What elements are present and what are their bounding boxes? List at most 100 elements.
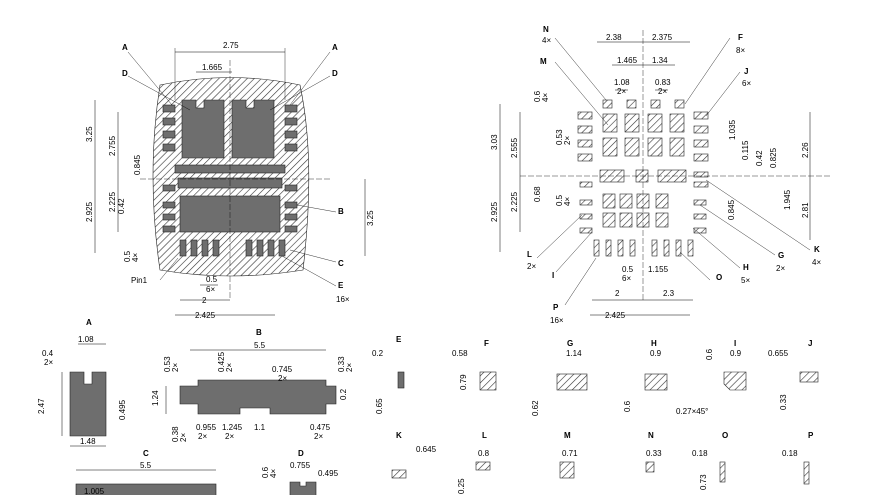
svg-text:0.8: 0.8 [478, 449, 490, 458]
side-pads-right [284, 104, 298, 233]
svg-text:2×: 2× [179, 433, 188, 442]
top-right-view: 2.38 2.375 1.465 1.34 1.08 2× 0.83 2× 0.… [490, 25, 830, 325]
dim-4x-a: 4× [541, 93, 550, 102]
callout-2x-g: 2× [776, 264, 785, 273]
svg-text:0.955: 0.955 [196, 423, 217, 432]
svg-text:0.9: 0.9 [730, 349, 742, 358]
detail-m-label: M [564, 431, 571, 440]
callout-o: O [716, 273, 722, 282]
svg-text:0.6: 0.6 [261, 466, 270, 478]
detail-i: I 0.6 0.9 0.27×45° [676, 339, 747, 416]
detail-l: L 0.8 0.25 [457, 431, 491, 494]
callout-5x: 5× [741, 276, 750, 285]
callout-d-left: D [122, 69, 128, 78]
upper-right-pad [231, 99, 275, 159]
svg-text:1.24: 1.24 [151, 390, 160, 406]
svg-text:0.755: 0.755 [290, 461, 311, 470]
dim-0-6: 0.6 [533, 90, 542, 102]
dim-2x-a: 2× [617, 87, 626, 96]
dim-0-5-bottom: 0.5 [206, 275, 218, 284]
callout-4x-k: 4× [812, 258, 821, 267]
dim-0-53: 0.53 [555, 129, 564, 145]
detail-h: H 0.9 0.6 [623, 339, 668, 412]
svg-text:0.655: 0.655 [768, 349, 789, 358]
dim-3-25-right: 3.25 [366, 210, 375, 226]
dim-2-75: 2.75 [223, 41, 239, 50]
top-left-view: 2.75 1.665 3.25 2.755 0.845 2.225 2.925 … [85, 41, 375, 320]
dim-0-825: 0.825 [769, 147, 778, 168]
detail-d-label: D [298, 449, 304, 458]
callout-a-left: A [122, 43, 128, 52]
dim-0-42: 0.42 [755, 150, 764, 166]
dim-2x: 2× [44, 358, 53, 367]
dim-2-425: 2.425 [195, 311, 216, 320]
svg-text:0.495: 0.495 [318, 469, 339, 478]
svg-text:0.475: 0.475 [310, 423, 331, 432]
svg-text:0.71: 0.71 [562, 449, 578, 458]
dim-1-08: 1.08 [614, 78, 630, 87]
detail-p: P 0.18 [782, 431, 814, 485]
dim-2-225: 2.225 [108, 191, 117, 212]
dim-2-755: 2.755 [108, 135, 117, 156]
detail-f: F 0.58 0.79 [452, 339, 497, 391]
dim-0-5: 0.5 [123, 250, 132, 262]
callout-e: E [338, 281, 344, 290]
detail-l-label: L [482, 431, 487, 440]
callout-b: B [338, 207, 344, 216]
dim-0-68: 0.68 [533, 186, 542, 202]
dim-2-47: 2.47 [37, 398, 46, 414]
detail-c-label: C [143, 449, 149, 458]
dim-2-38: 2.38 [606, 33, 622, 42]
svg-text:0.18: 0.18 [782, 449, 798, 458]
dim-2-26: 2.26 [801, 142, 810, 158]
detail-a-label: A [86, 318, 92, 327]
callout-d-right: D [332, 69, 338, 78]
dim-0-845: 0.845 [727, 199, 736, 220]
svg-text:0.33: 0.33 [646, 449, 662, 458]
callout-c: C [338, 259, 344, 268]
callout-k: K [814, 245, 820, 254]
dim-2-925: 2.925 [85, 201, 94, 222]
dim-1-08: 1.08 [78, 335, 94, 344]
detail-k-label: K [396, 431, 402, 440]
svg-text:0.79: 0.79 [459, 374, 468, 390]
svg-text:1.005: 1.005 [84, 487, 105, 495]
dim-1-155: 1.155 [648, 265, 669, 274]
svg-text:0.425: 0.425 [217, 351, 226, 372]
svg-text:0.53: 0.53 [163, 356, 172, 372]
svg-text:1.14: 1.14 [566, 349, 582, 358]
callout-a-right: A [332, 43, 338, 52]
detail-j: J 0.655 0.33 [768, 339, 819, 410]
detail-b: B 5.5 0.53 2× 0.425 2× 0.33 2× 0.745 2× … [151, 328, 354, 442]
callout-16x: 16× [550, 316, 564, 325]
callout-m: M [540, 57, 547, 66]
detail-f-label: F [484, 339, 489, 348]
detail-m: M 0.71 [559, 431, 578, 479]
svg-text:0.645: 0.645 [416, 445, 437, 454]
svg-text:0.25: 0.25 [457, 478, 466, 494]
dim-0-115: 0.115 [741, 140, 750, 160]
dim-0-845: 0.845 [133, 154, 142, 175]
dim-0-4: 0.4 [42, 349, 54, 358]
svg-text:0.18: 0.18 [692, 449, 708, 458]
callout-2x-l: 2× [527, 262, 536, 271]
bottom-pins [179, 239, 286, 257]
svg-text:0.9: 0.9 [650, 349, 662, 358]
dim-3-25: 3.25 [85, 126, 94, 142]
dim-2-3: 2.3 [663, 289, 675, 298]
detail-n-label: N [648, 431, 654, 440]
bottom-pins [593, 239, 694, 257]
callout-n: N [543, 25, 549, 34]
dim-1-48: 1.48 [80, 437, 96, 446]
dim-2-425: 2.425 [605, 311, 626, 320]
dim-2-375: 2.375 [652, 33, 673, 42]
svg-text:0.745: 0.745 [272, 365, 293, 374]
detail-c: C 5.5 1.005 [75, 449, 217, 495]
detail-o: O 0.18 0.73 [692, 431, 728, 490]
dim-0-83: 0.83 [655, 78, 671, 87]
dim-2: 2 [202, 296, 207, 305]
detail-o-label: O [722, 431, 728, 440]
detail-e-label: E [396, 335, 402, 344]
